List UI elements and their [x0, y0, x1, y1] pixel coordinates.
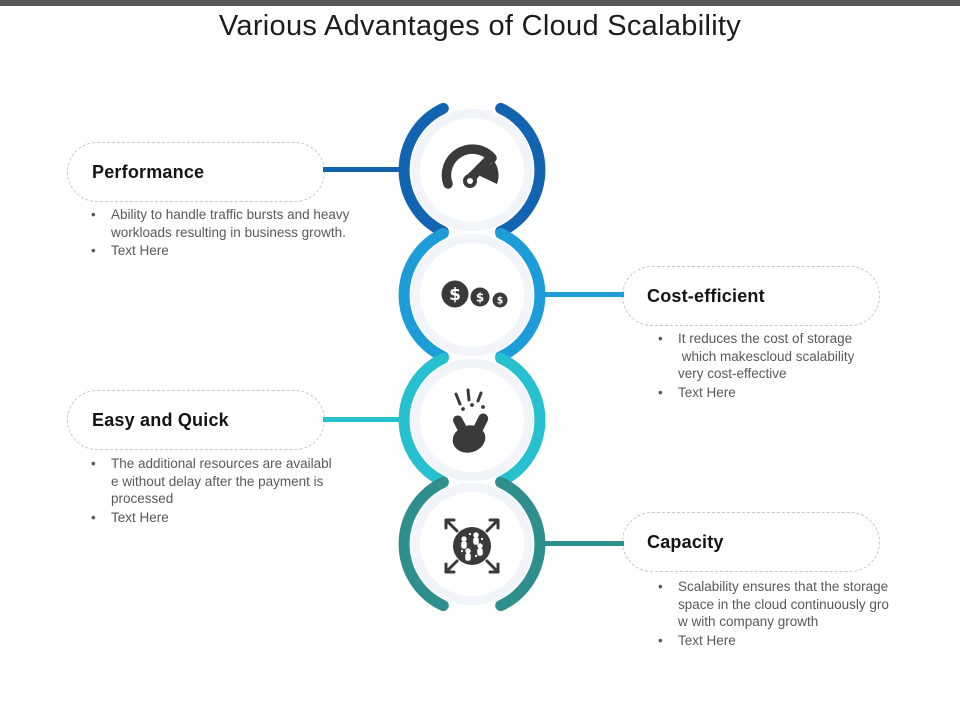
- bullet-item: Text Here: [655, 632, 925, 650]
- performance-connector-line: [323, 167, 403, 172]
- performance-label-box: Performance: [67, 142, 325, 202]
- cost-efficient-node-circle: $ $ $: [392, 215, 552, 375]
- performance-bullet-list: Ability to handle traffic bursts and hea…: [88, 206, 398, 261]
- capacity-connector-line: [540, 541, 624, 546]
- easy-and-quick-node-circle: [392, 340, 552, 500]
- slide-title: Various Advantages of Cloud Scalability: [218, 10, 742, 42]
- svg-text:$: $: [449, 285, 461, 305]
- svg-text:$: $: [497, 295, 504, 306]
- easy-and-quick-label-box: Easy and Quick: [67, 390, 325, 450]
- svg-text:$: $: [476, 290, 484, 304]
- bullet-item: Ability to handle traffic bursts and hea…: [88, 206, 398, 241]
- easy-and-quick-label: Easy and Quick: [92, 409, 229, 430]
- dollar-coins-icon: $ $ $: [441, 280, 508, 308]
- capacity-label: Capacity: [647, 531, 724, 552]
- easy-and-quick-bullet-list: The additional resources are availabl e …: [88, 455, 398, 527]
- top-border-bar: [0, 0, 960, 6]
- bullet-item: Text Here: [88, 242, 398, 260]
- easy-and-quick-connector-line: [323, 417, 403, 422]
- expanding-users-icon: [444, 518, 500, 574]
- performance-node-circle: [392, 90, 552, 250]
- capacity-label-box: Capacity: [622, 512, 880, 572]
- capacity-bullet-list: Scalability ensures that the storage spa…: [655, 578, 925, 650]
- cost-efficient-label: Cost-efficient: [647, 285, 765, 306]
- finger-snap-icon: [452, 388, 489, 453]
- cost-efficient-label-box: Cost-efficient: [622, 266, 880, 326]
- cost-efficient-connector-line: [540, 292, 624, 297]
- capacity-node-circle: [392, 464, 552, 624]
- bullet-item: The additional resources are availabl e …: [88, 455, 398, 508]
- bullet-item: Text Here: [88, 509, 398, 527]
- performance-label: Performance: [92, 161, 205, 182]
- speedometer-icon: [441, 144, 499, 189]
- bullet-item: Scalability ensures that the storage spa…: [655, 578, 925, 631]
- bullet-item: Text Here: [655, 384, 925, 402]
- bullet-item: It reduces the cost of storage which mak…: [655, 330, 925, 383]
- cost-efficient-bullet-list: It reduces the cost of storage which mak…: [655, 330, 925, 402]
